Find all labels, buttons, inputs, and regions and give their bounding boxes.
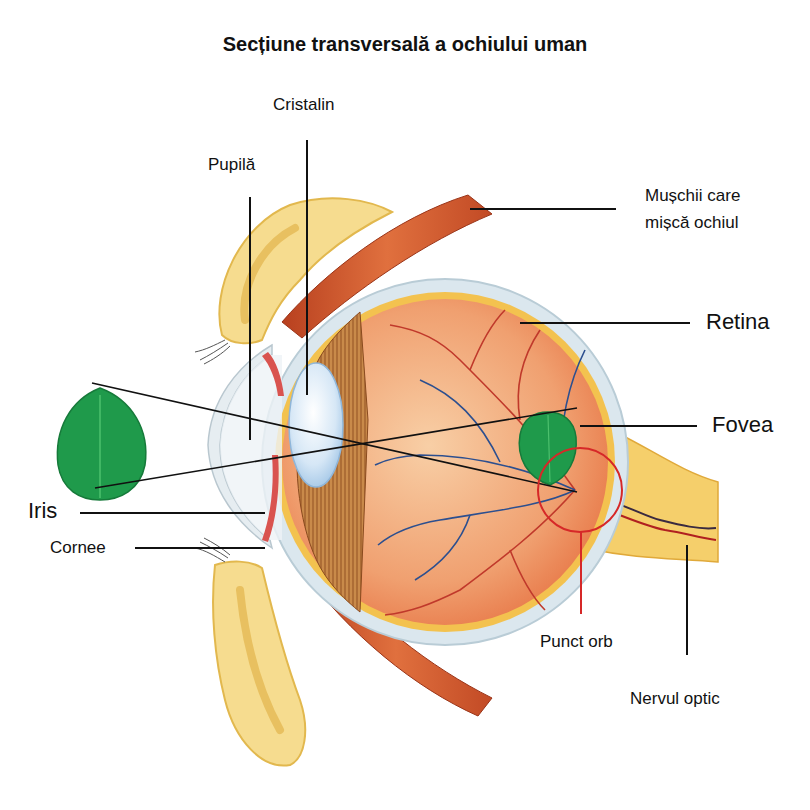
light-ray — [92, 383, 577, 492]
label-anchor: Retina — [706, 309, 770, 335]
label-anchor: Mușchii care mișcă ochiul — [645, 182, 775, 236]
label-anchor: Pupilă — [208, 155, 255, 175]
eyelashes — [195, 340, 225, 352]
object-leaf — [57, 388, 145, 500]
iris — [262, 455, 279, 542]
part-label: Fovea — [712, 412, 773, 438]
part-label: Retina — [706, 309, 770, 335]
blood-vessels — [510, 550, 545, 610]
orbit-bone — [244, 228, 295, 320]
label-anchor: Fovea — [712, 412, 773, 438]
diagram-title: Secțiune transversală a ochiului uman — [0, 33, 810, 56]
leader-line — [580, 425, 697, 427]
blood-vessels — [378, 490, 575, 545]
orbit-bone — [213, 562, 305, 766]
leader-line — [249, 197, 251, 440]
blood-vessels — [415, 515, 470, 580]
image-leaf — [548, 415, 550, 482]
label-anchor: Iris — [28, 498, 57, 524]
leader-line — [135, 547, 265, 549]
part-label: Mușchii care mișcă ochiul — [645, 182, 775, 236]
blood-vessels — [420, 380, 500, 462]
lens — [289, 363, 343, 487]
leader-line — [686, 545, 688, 655]
part-label: Iris — [28, 498, 57, 524]
label-anchor: Cristalin — [273, 95, 334, 115]
leader-line — [520, 322, 690, 324]
part-label: Nervul optic — [630, 689, 720, 709]
object-leaf — [57, 388, 145, 500]
image-leaf — [519, 412, 576, 485]
light-ray — [92, 383, 577, 492]
blood-vessels — [385, 490, 575, 615]
label-anchor: Cornee — [50, 538, 106, 558]
part-label: Punct orb — [540, 632, 613, 652]
eyelashes — [204, 346, 230, 364]
blood-vessels — [470, 310, 505, 370]
blind-spot-marker — [580, 532, 582, 614]
orbit-bone — [240, 590, 280, 730]
part-label: Cristalin — [273, 95, 334, 115]
blind-spot-marker — [538, 448, 622, 614]
object-leaf — [99, 395, 101, 498]
blood-vessels — [375, 310, 585, 615]
lens — [289, 363, 343, 487]
label-anchor: Punct orb — [540, 632, 613, 652]
image-leaf — [519, 412, 576, 485]
leader-line — [80, 512, 265, 514]
leader-line — [470, 208, 616, 210]
blind-spot-marker — [538, 448, 622, 532]
cornea — [208, 345, 282, 548]
leader-line — [80, 140, 697, 655]
iris — [262, 352, 284, 542]
label-anchor: Nervul optic — [630, 689, 720, 709]
light-ray — [95, 408, 577, 488]
blood-vessels — [518, 330, 540, 420]
title-anchor: Secțiune transversală a ochiului uman — [0, 33, 810, 56]
part-label: Pupilă — [208, 155, 255, 175]
part-label: Cornee — [50, 538, 106, 558]
leader-line — [306, 140, 308, 395]
iris — [262, 352, 284, 396]
eyelashes — [204, 538, 230, 555]
eyelashes — [195, 548, 225, 562]
